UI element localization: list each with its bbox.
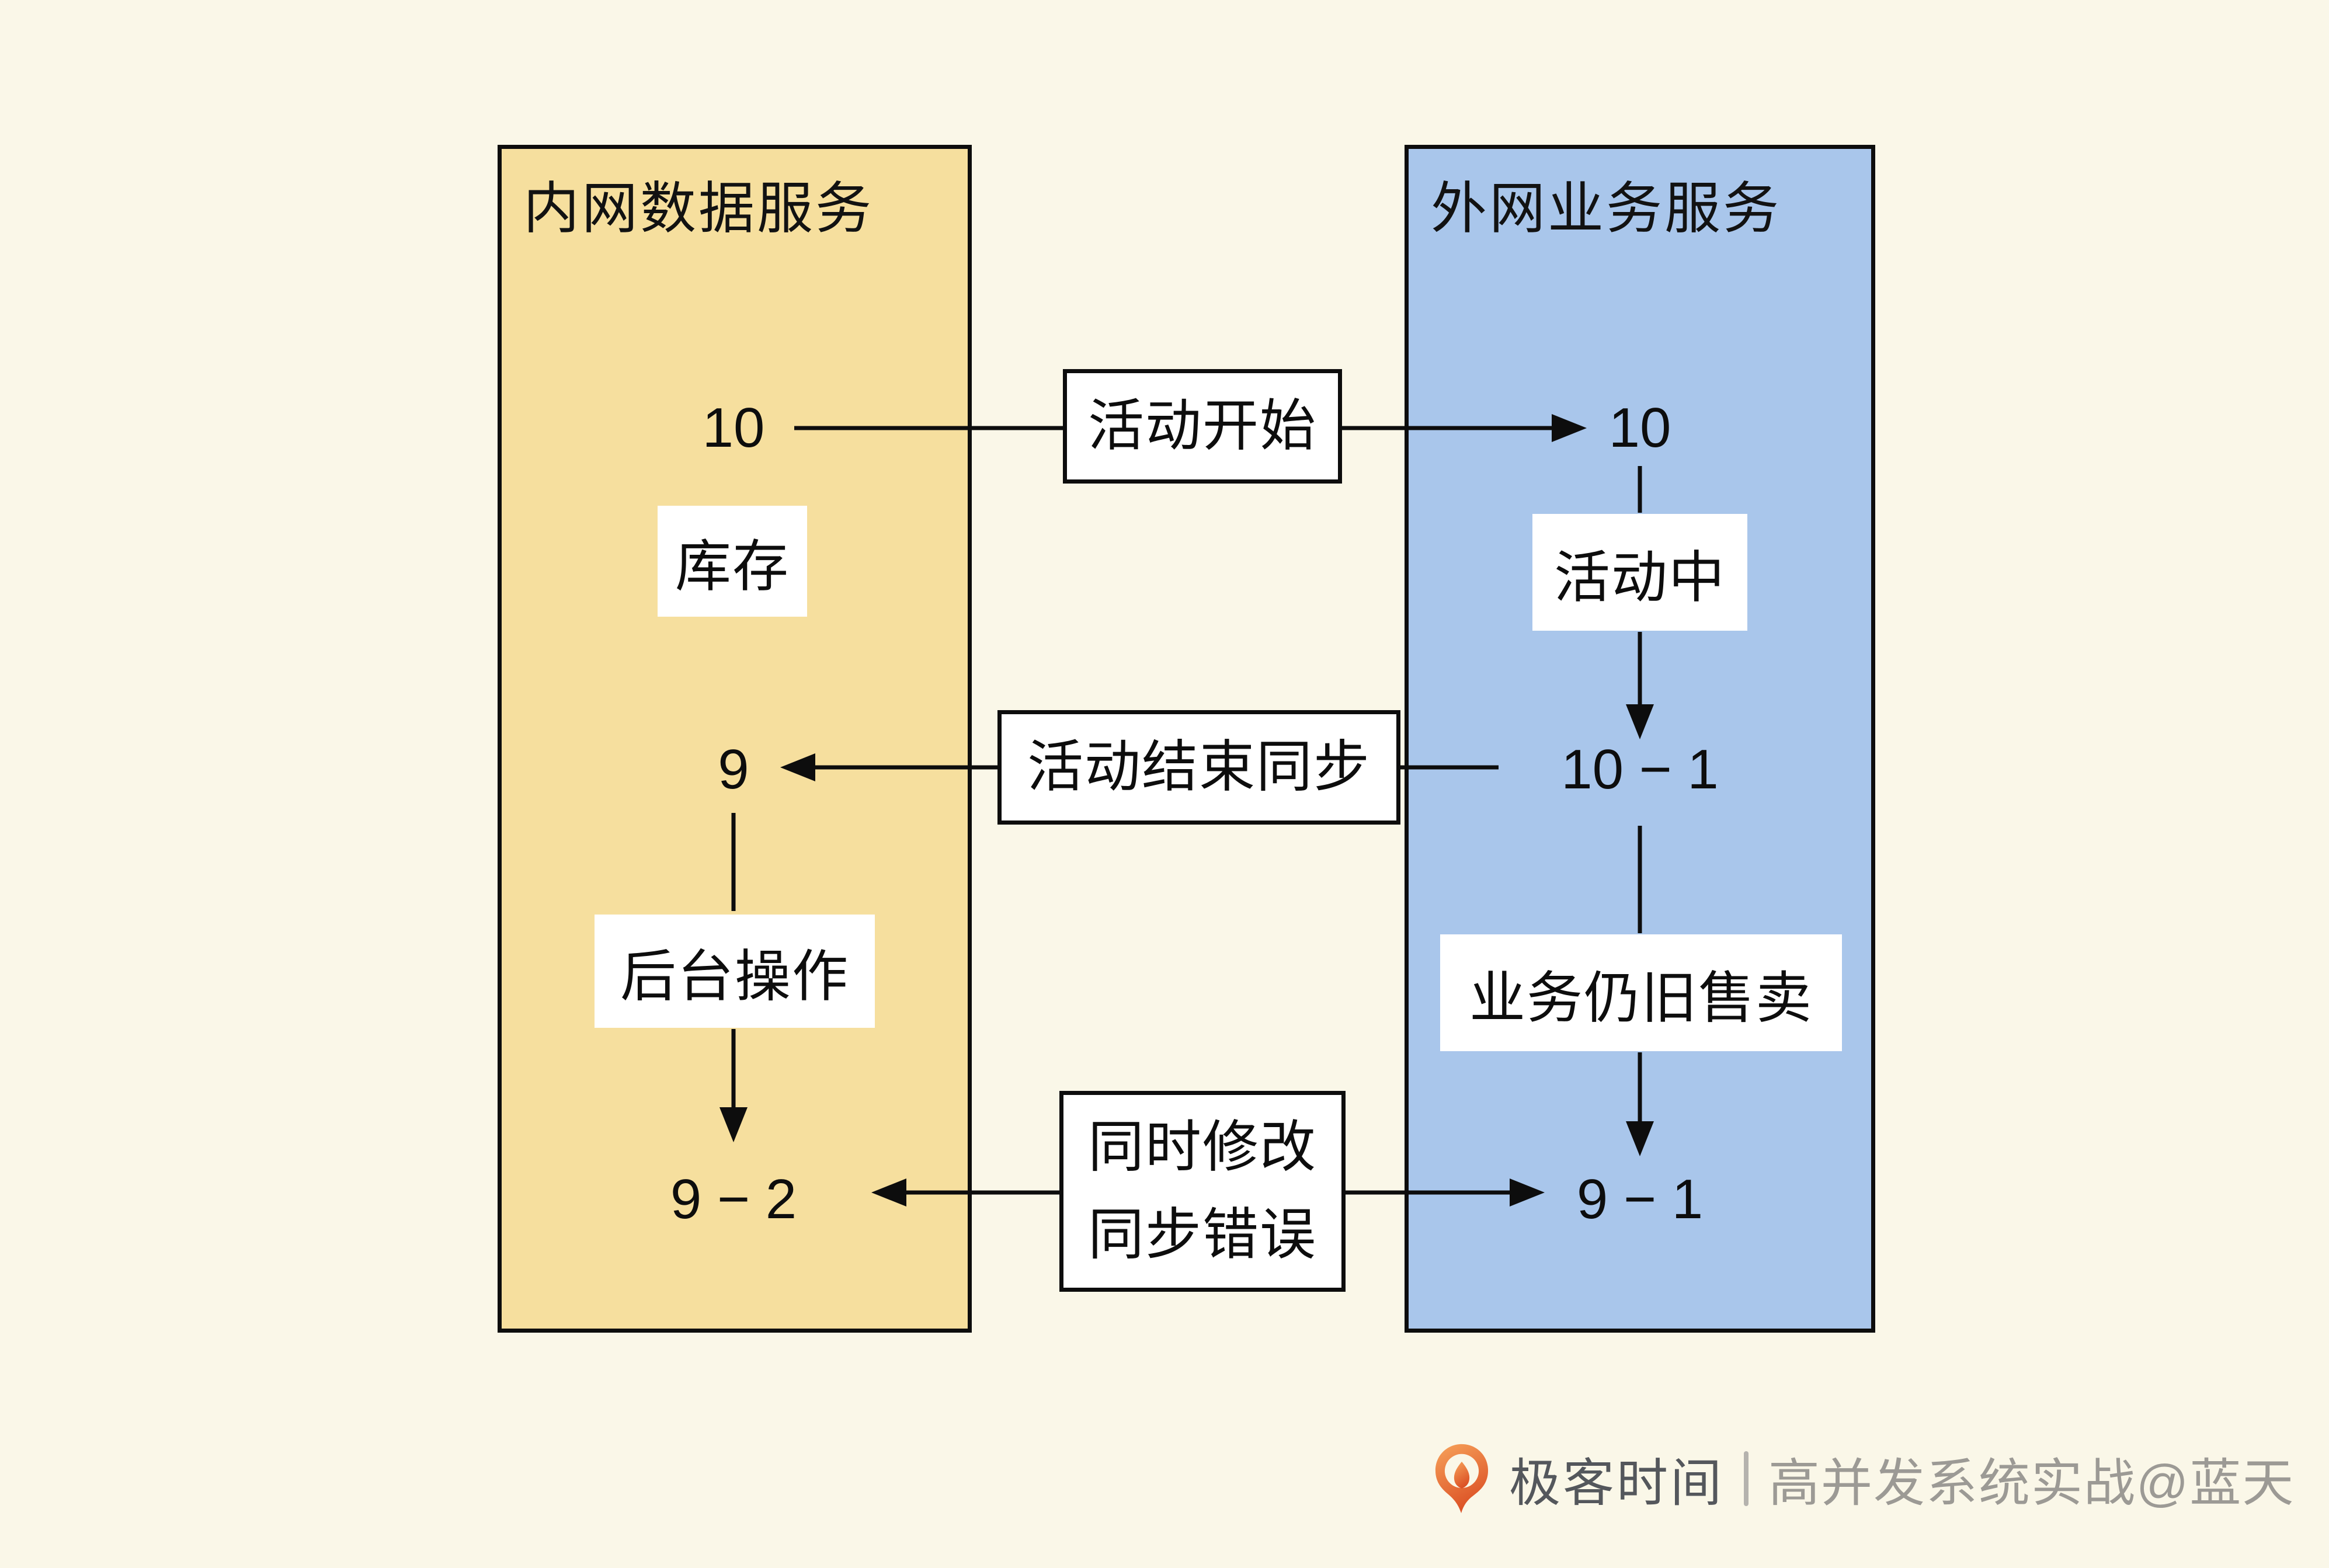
right-stock-during: 10 − 1 <box>1561 738 1719 801</box>
sync-error-label: 同步错误 <box>1088 1204 1317 1266</box>
geektime-logo-icon <box>1435 1444 1489 1514</box>
footer-credit-text: 高并发系统实战@蓝天 <box>1768 1454 2295 1512</box>
backend-operation-label-box: 后台操作 <box>595 915 875 1028</box>
left-stock-after-sync: 9 <box>718 738 749 801</box>
activity-start-label-box: 活动开始 <box>1063 369 1342 484</box>
activity-label-box: 活动中 <box>1532 514 1747 631</box>
sync-error-label-box: 同时修改 同步错误 <box>1059 1091 1346 1292</box>
right-panel-title: 外网业务服务 <box>1431 178 1781 240</box>
footer-separator <box>1744 1451 1749 1506</box>
activity-end-sync-label: 活动结束同步 <box>1027 736 1371 798</box>
selling-label-box: 业务仍旧售卖 <box>1440 934 1842 1051</box>
footer-brand-text: 极客时间 <box>1509 1454 1725 1512</box>
stock-label-box: 库存 <box>658 506 807 617</box>
right-stock-initial: 10 <box>1608 397 1671 459</box>
activity-end-sync-label-box: 活动结束同步 <box>997 710 1400 825</box>
left-stock-final: 9 − 2 <box>670 1168 797 1230</box>
left-stock-initial: 10 <box>702 397 765 459</box>
activity-start-label: 活动开始 <box>1088 395 1317 457</box>
left-panel-title: 内网数据服务 <box>523 178 874 240</box>
right-stock-final: 9 − 1 <box>1576 1168 1704 1230</box>
concurrent-modify-label: 同时修改 <box>1088 1116 1317 1178</box>
footer: 极客时间 高并发系统实战@蓝天 <box>1434 1438 2295 1520</box>
